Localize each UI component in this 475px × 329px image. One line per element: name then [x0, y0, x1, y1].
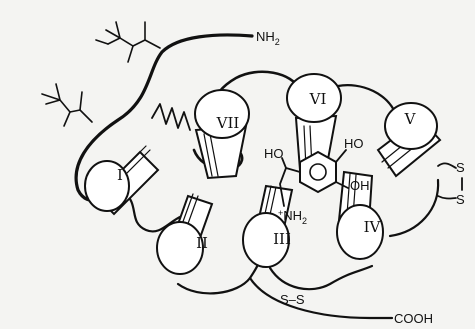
ligand-hydroxyl-1: HO: [264, 146, 284, 161]
helix-II-label: II: [196, 234, 208, 252]
helix-III: [243, 186, 292, 267]
loop-IV-V: [390, 180, 438, 236]
carbohydrate-chain-lower: [42, 84, 92, 126]
helix-IV-label: IV: [364, 218, 382, 236]
ligand-hydroxyl-2: HO: [344, 136, 364, 151]
lipid-anchor-zigzag: [152, 104, 190, 130]
ligand-hydroxyl-3: OH: [350, 178, 370, 193]
disulfide-right-bottom: S: [456, 192, 465, 207]
helix-VII-label: VII: [216, 114, 240, 132]
disulfide-bottom: S–S: [280, 292, 305, 307]
n-terminus-label: NH2: [256, 29, 280, 47]
helix-I-label: I: [117, 166, 123, 184]
helix-V-label: V: [404, 110, 417, 128]
carbohydrate-chain-upper: [96, 22, 160, 62]
helix-VI-label: VI: [309, 90, 327, 108]
c-terminal-tail: [250, 278, 392, 318]
disulfide-right-link: [438, 163, 456, 198]
helix-III-label: III: [273, 230, 291, 248]
disulfide-right-top: S: [456, 160, 465, 175]
c-terminus-label: COOH: [394, 311, 433, 326]
loop-III-IV: [270, 266, 372, 289]
